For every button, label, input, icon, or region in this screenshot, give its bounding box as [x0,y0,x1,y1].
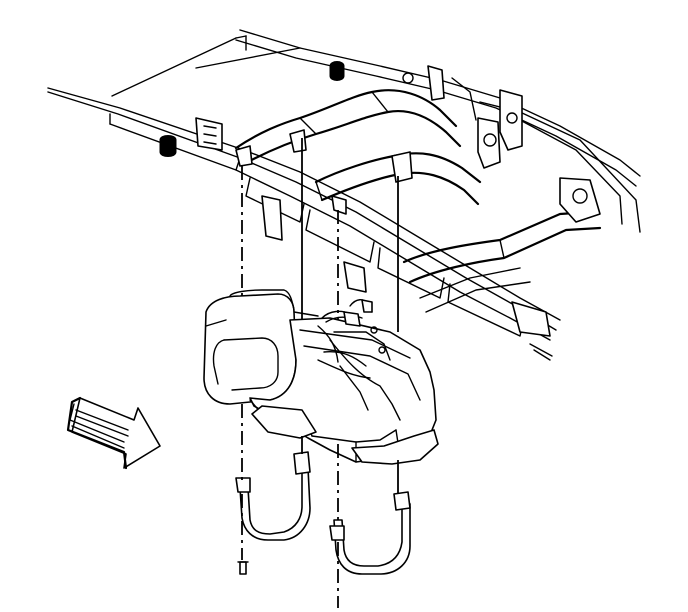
vehicle-frame [47,29,641,361]
front-direction-arrow-icon [66,396,161,470]
fuel-tank-strap-right [329,491,411,575]
strap-bolt [237,561,249,575]
assembly-center-lines [241,138,399,608]
fuel-tank-strap-left [235,451,311,541]
fuel-tank [203,289,439,465]
